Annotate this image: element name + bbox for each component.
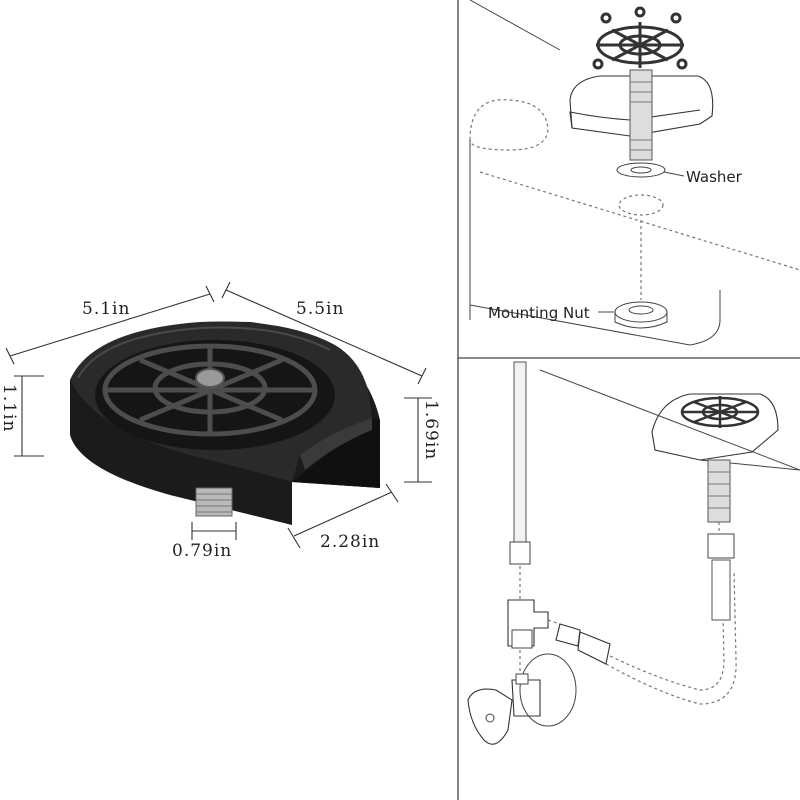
washer-part [616,162,685,178]
mounting-nut-part [598,301,668,329]
dim-connector-width: 0.79in [172,541,232,561]
product-panel: 5.1in 5.5in 1.1in 1.69in 0.79in 2.28in [0,281,441,561]
angle-valve [467,653,577,745]
tee-connector [507,599,561,676]
dim-width-right: 5.5in [296,299,344,319]
panel-dividers [457,0,800,800]
dim-height-right: 1.69in [421,400,441,460]
ship-wheel-icon [102,343,318,437]
dim-front-depth: 2.28in [320,532,380,552]
hose-fitting [555,569,737,705]
washer-label: Washer [686,168,743,186]
hose-end-fitting [707,522,735,621]
threaded-fitting-icon [195,487,233,517]
plumbing-connection-view [467,361,800,745]
dim-width-left: 5.1in [82,299,130,319]
supply-pipe [509,361,531,600]
rinser-outline-lower [651,393,779,523]
mounting-exploded-view: Washer Mounting Nut [469,0,800,346]
mounting-nut-label: Mounting Nut [488,304,590,322]
dim-height-left: 1.1in [0,384,19,432]
rinser-outline [569,6,714,161]
dimension-lines [5,281,432,549]
